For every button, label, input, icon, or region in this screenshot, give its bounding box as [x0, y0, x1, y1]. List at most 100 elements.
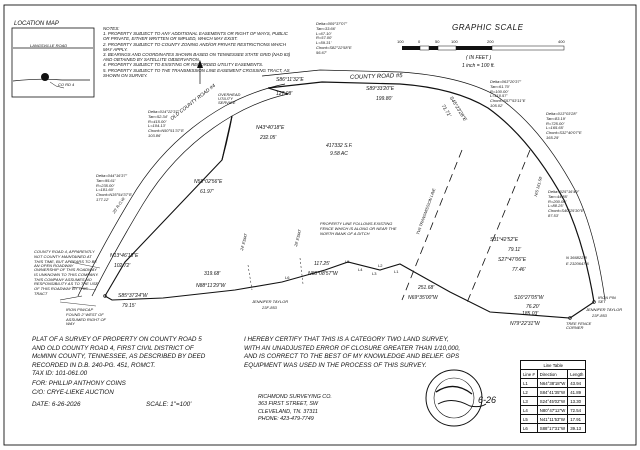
distance-label: 79.11'	[508, 247, 522, 253]
plat-title: PLAT OF A SURVEY OF PROPERTY ON COUNTY R…	[32, 336, 206, 377]
note-leaders	[59, 261, 101, 307]
line-table-header: Direction	[536, 369, 569, 379]
curve-data-3: Delta=014°22'37"Tan=52.34'R=415.00'L=104…	[148, 109, 184, 138]
distance-label: 79.15'	[122, 303, 136, 309]
location-map-road-2	[12, 78, 90, 82]
signature-date: 6-26	[478, 395, 497, 405]
plat-date: DATE: 6-26-2026	[32, 401, 81, 408]
iron-pin-note: IRON PIN/CAP FOUND 2' WEST OF ASSUMED RI…	[66, 307, 106, 327]
sheet-border	[3, 4, 637, 446]
corner-marker	[592, 300, 596, 304]
location-map-box	[11, 27, 95, 98]
corner-marker	[568, 316, 572, 320]
adjoiner-reference: 23F-853	[592, 313, 607, 318]
line-id: L6	[285, 275, 290, 280]
bearing-label: S16°27'05"W	[514, 295, 544, 301]
location-map-road-3	[49, 81, 65, 89]
scale-tick: 50	[435, 39, 440, 44]
distance-label: 199.80'	[376, 96, 393, 102]
bearing-label: S85°37'24"W	[118, 293, 148, 299]
bearing-label: S89°33'20"E	[366, 86, 395, 92]
bearing-label: S31°42'52"E	[490, 237, 519, 243]
bearing-label: N58°02'56"E	[194, 179, 223, 185]
line-id: L1	[394, 269, 399, 274]
easting: E 2320647.6	[566, 261, 589, 266]
curve-data-2: Delta=063°20'37"Tan=61.70'R=100.00'L=110…	[490, 79, 526, 108]
fence-line-note: PROPERTY LINE FOLLOWS EXISTING FENCE WHI…	[320, 221, 397, 236]
prepared-for: FOR: PHILLIP ANTHONY COINS C/O: CRYE-LIE…	[32, 380, 126, 396]
scale-tick: 0	[418, 39, 421, 44]
tree-corner-label: TREE FENCE CORNER	[566, 321, 592, 331]
bearing-label: N13°46'18"E	[110, 253, 139, 259]
scale-ratio: 1 inch = 100 ft.	[462, 63, 495, 69]
notes-heading: NOTES:	[103, 26, 120, 31]
bearing-label: N88°08'57"W	[308, 271, 338, 277]
line-table-header: Line #	[520, 369, 538, 379]
scale-unit: ( IN FEET )	[466, 55, 492, 61]
curve-data-6: Delta=025°16'49"Tan=44.85'R=200.00'L=88.…	[548, 189, 584, 218]
location-map-road-label: LANGSVILLE ROAD	[30, 43, 68, 48]
note-item: 4. PROPERTY SUBJECT TO EXISTING OR RECOR…	[103, 62, 264, 68]
road-end-line	[59, 295, 83, 301]
bearing-label: N69°35'00"W	[408, 295, 438, 301]
line-id: L3	[372, 271, 377, 276]
plat-scale: SCALE: 1"=100'	[146, 401, 192, 408]
curve-data-5: Delta=044°16'37"Tan=95.61'R=235.00'L=181…	[96, 173, 132, 202]
scale-tick: 200	[487, 39, 494, 44]
tract-boundary-curve	[221, 115, 233, 161]
bearing-label: N79°22'31"W	[510, 321, 540, 327]
distance-label: 127.98'	[276, 91, 293, 97]
distance-label: 185.03'	[522, 311, 539, 317]
ownership-note: OWNERSHIP OF THIS ROADWAY IS UNKNOWN TO …	[34, 267, 99, 296]
county-road-note: COUNTY ROAD 4, APPARENTLY NOT COUNTY MAI…	[34, 249, 97, 269]
scale-tick: 400	[558, 39, 565, 44]
survey-notes: NOTES: 1. PROPERTY SUBJECT TO ANY ADDITI…	[103, 26, 291, 78]
bearing-label: N43°40'18"E	[256, 125, 285, 131]
note-item: 2. PROPERTY SUBJECT TO COUNTY ZONING AND…	[103, 41, 286, 52]
old-county-road-4-edge-2	[91, 93, 289, 297]
curve-data-4: Delta=013°03'28"Tan=83.19'R=725.00'L=165…	[546, 111, 582, 140]
northing: N 366822.8	[566, 255, 587, 260]
adjoiner-name: JENNIFER TAYLOR	[252, 299, 289, 304]
iron-pin-label: IRON PIN SET	[598, 295, 616, 305]
line-id: L5	[345, 259, 350, 264]
area-acres: 9.58 AC	[330, 151, 348, 157]
line-id: L2	[378, 263, 383, 268]
line-id: L4	[358, 267, 363, 272]
note-item: 5. PROPERTY SUBJECT TO THE TRANSMISSION …	[103, 67, 290, 78]
bearing-label: S27°47'06"E	[498, 257, 527, 263]
bearing-label: N88°11'29"W	[196, 283, 226, 289]
graphic-scale-title: GRAPHIC SCALE	[452, 23, 524, 32]
tva-line-west	[401, 149, 463, 301]
tract-boundary	[104, 87, 595, 319]
distance-label: 102.72'	[114, 263, 131, 269]
distance-label: 232.05'	[260, 135, 277, 141]
distance-label: 319.68'	[204, 271, 221, 277]
tva-line-east	[465, 149, 531, 306]
surveyor-seal	[425, 369, 487, 427]
scale-tick: 100	[451, 39, 458, 44]
graphic-scale-bar	[402, 45, 565, 51]
county-road-5-edge-1	[261, 69, 606, 301]
property-line-road-frontage	[267, 81, 595, 303]
easement-lines	[247, 257, 304, 291]
scale-tick: 100	[397, 39, 404, 44]
location-map-site-marker	[41, 73, 49, 81]
distance-label: 76.20'	[526, 304, 540, 310]
distance-label: 117.25'	[314, 261, 330, 267]
distance-label: 61.97'	[200, 189, 214, 195]
distance-label: 251.68'	[418, 285, 435, 291]
adjoiner-reference: 23F-853	[262, 305, 277, 310]
distance-label: 77.46'	[512, 267, 526, 273]
surveyor-certification: I HEREBY CERTIFY THAT THIS IS A CATEGORY…	[244, 336, 461, 369]
location-map-title: LOCATION MAP	[14, 21, 59, 27]
company-block: RICHMOND SURVEYING CO. 363 FIRST STREET,…	[258, 394, 332, 422]
